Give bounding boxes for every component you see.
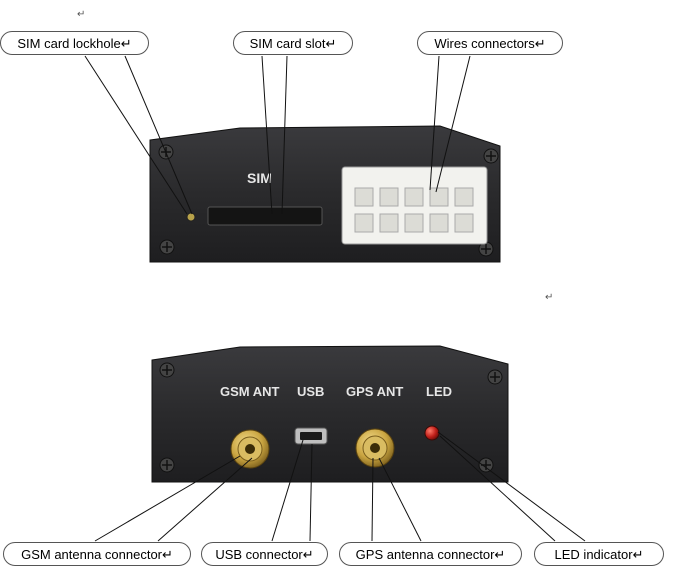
sim-card-slot xyxy=(207,206,323,226)
screw-icon xyxy=(483,148,499,164)
callout-wires-connectors: Wires connectors↵ xyxy=(417,31,563,55)
screw-icon xyxy=(487,369,503,385)
gsm-ant-label: GSM ANT xyxy=(220,384,280,399)
callout-usb-connector: USB connector↵ xyxy=(201,542,328,566)
gps-antenna-connector xyxy=(355,428,395,468)
screw-icon xyxy=(478,457,494,473)
led-label: LED xyxy=(426,384,452,399)
paragraph-mark: ↵ xyxy=(77,9,86,20)
sim-label: SIM xyxy=(247,170,272,186)
paragraph-mark: ↵ xyxy=(545,292,554,303)
leader-lines-top xyxy=(84,55,471,215)
led-light xyxy=(424,425,440,441)
leader-lines-bottom xyxy=(94,431,586,542)
callout-sim-card-slot: SIM card slot↵ xyxy=(233,31,353,55)
bottom-panel: GSM ANT USB GPS ANT LED xyxy=(151,345,509,483)
callout-led-indicator: LED indicator↵ xyxy=(534,542,664,566)
usb-label: USB xyxy=(297,384,324,399)
wires-connector xyxy=(341,166,488,245)
callout-sim-lockhole: SIM card lockhole↵ xyxy=(0,31,149,55)
top-panel: SIM xyxy=(149,125,501,263)
screw-icon xyxy=(159,362,175,378)
screw-icon xyxy=(159,239,175,255)
sim-lockhole xyxy=(186,212,196,222)
gps-ant-label: GPS ANT xyxy=(346,384,403,399)
screw-icon xyxy=(159,457,175,473)
callout-gps-antenna-connector: GPS antenna connector↵ xyxy=(339,542,522,566)
gsm-antenna-connector xyxy=(230,429,270,469)
usb-port xyxy=(294,427,328,445)
callout-gsm-antenna-connector: GSM antenna connector↵ xyxy=(3,542,191,566)
